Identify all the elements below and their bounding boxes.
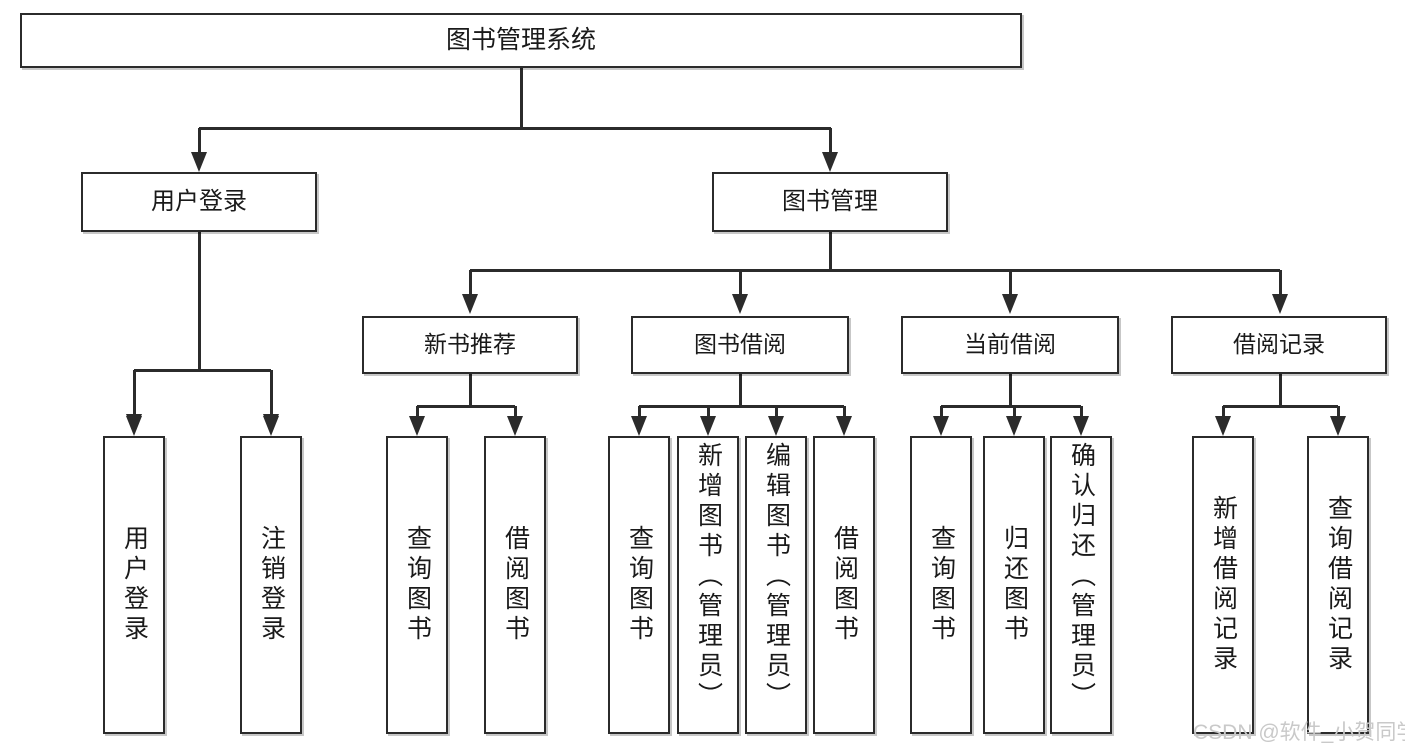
connector-vertical [843, 406, 846, 416]
connector-arrowhead [507, 416, 523, 436]
connector-vertical [1009, 374, 1012, 406]
connector-arrowhead [462, 294, 478, 314]
leaf-node-3[interactable]: 借阅图书 [484, 436, 546, 734]
leaf-node-12-label: 查询借阅记录 [1324, 495, 1353, 675]
connector-vertical [638, 406, 641, 416]
connector-vertical [739, 374, 742, 406]
level3-node-2[interactable]: 当前借阅 [901, 316, 1119, 374]
connector-vertical [520, 68, 523, 130]
leaf-node-9[interactable]: 归还图书 [983, 436, 1045, 734]
connector-arrowhead [126, 416, 142, 436]
connector-vertical [829, 232, 832, 270]
connector-vertical [270, 370, 273, 414]
connector-horizontal [470, 269, 1280, 272]
connector-vertical [133, 406, 136, 416]
connector-horizontal [134, 369, 271, 372]
root-node[interactable]: 图书管理系统 [20, 13, 1022, 68]
level3-node-0[interactable]: 新书推荐 [362, 316, 578, 374]
leaf-node-5-label: 新增图书（管理员） [694, 442, 723, 712]
connector-arrowhead [732, 294, 748, 314]
connector-vertical [1279, 374, 1282, 406]
connector-arrowhead [1002, 294, 1018, 314]
leaf-node-6[interactable]: 编辑图书（管理员） [745, 436, 807, 734]
connector-horizontal [417, 405, 515, 408]
leaf-node-1[interactable]: 注销登录 [240, 436, 302, 734]
leaf-node-10[interactable]: 确认归还（管理员） [1050, 436, 1112, 734]
connector-vertical [829, 128, 832, 152]
level3-node-2-label: 当前借阅 [964, 331, 1056, 358]
leaf-node-7-label: 借阅图书 [830, 525, 859, 645]
leaf-node-4[interactable]: 查询图书 [608, 436, 670, 734]
connector-vertical [198, 128, 201, 152]
connector-arrowhead [1073, 416, 1089, 436]
level3-node-3-label: 借阅记录 [1233, 331, 1325, 358]
connector-horizontal [941, 405, 1081, 408]
connector-arrowhead [836, 416, 852, 436]
leaf-node-5[interactable]: 新增图书（管理员） [677, 436, 739, 734]
connector-arrowhead [822, 152, 838, 172]
connector-arrowhead [191, 152, 207, 172]
level2-node-0-label: 用户登录 [151, 187, 247, 215]
connector-arrowhead [1215, 416, 1231, 436]
leaf-node-0[interactable]: 用户登录 [103, 436, 165, 734]
level2-node-0[interactable]: 用户登录 [81, 172, 317, 232]
connector-arrowhead [933, 416, 949, 436]
leaf-node-11-label: 新增借阅记录 [1209, 495, 1238, 675]
connector-vertical [1013, 406, 1016, 416]
connector-arrowhead [1330, 416, 1346, 436]
connector-vertical [739, 270, 742, 294]
leaf-node-3-label: 借阅图书 [501, 525, 530, 645]
connector-vertical [198, 232, 201, 372]
connector-vertical [940, 406, 943, 416]
leaf-node-4-label: 查询图书 [625, 525, 654, 645]
connector-vertical [1279, 270, 1282, 294]
connector-vertical [469, 374, 472, 406]
connector-vertical [775, 406, 778, 416]
connector-vertical [1337, 406, 1340, 416]
connector-vertical [133, 370, 136, 414]
leaf-node-2[interactable]: 查询图书 [386, 436, 448, 734]
connector-vertical [1080, 406, 1083, 416]
leaf-node-12[interactable]: 查询借阅记录 [1307, 436, 1369, 734]
leaf-node-7[interactable]: 借阅图书 [813, 436, 875, 734]
leaf-node-0-label: 用户登录 [120, 525, 149, 645]
leaf-node-1-label: 注销登录 [257, 525, 286, 645]
level3-node-0-label: 新书推荐 [424, 331, 516, 358]
leaf-node-11[interactable]: 新增借阅记录 [1192, 436, 1254, 734]
leaf-node-2-label: 查询图书 [403, 525, 432, 645]
connector-vertical [416, 406, 419, 416]
level3-node-1[interactable]: 图书借阅 [631, 316, 849, 374]
connector-vertical [514, 406, 517, 416]
connector-vertical [707, 406, 710, 416]
leaf-node-8-label: 查询图书 [927, 525, 956, 645]
leaf-node-6-label: 编辑图书（管理员） [762, 442, 791, 712]
connector-vertical [1222, 406, 1225, 416]
connector-arrowhead [631, 416, 647, 436]
connector-arrowhead [1006, 416, 1022, 436]
level2-node-1-label: 图书管理 [782, 187, 878, 215]
leaf-node-10-label: 确认归还（管理员） [1067, 442, 1096, 712]
connector-arrowhead [768, 416, 784, 436]
leaf-node-8[interactable]: 查询图书 [910, 436, 972, 734]
connector-vertical [1009, 270, 1012, 294]
level3-node-1-label: 图书借阅 [694, 331, 786, 358]
connector-vertical [469, 270, 472, 294]
connector-arrowhead [409, 416, 425, 436]
connector-arrowhead [700, 416, 716, 436]
connector-horizontal [199, 127, 831, 130]
root-node-label: 图书管理系统 [445, 25, 596, 54]
connector-arrowhead [263, 416, 279, 436]
level2-node-1[interactable]: 图书管理 [712, 172, 948, 232]
connector-horizontal [1223, 405, 1338, 408]
connector-horizontal [639, 405, 844, 408]
level3-node-3[interactable]: 借阅记录 [1171, 316, 1387, 374]
connector-arrowhead [1272, 294, 1288, 314]
leaf-node-9-label: 归还图书 [1000, 525, 1029, 645]
connector-vertical [270, 406, 273, 416]
